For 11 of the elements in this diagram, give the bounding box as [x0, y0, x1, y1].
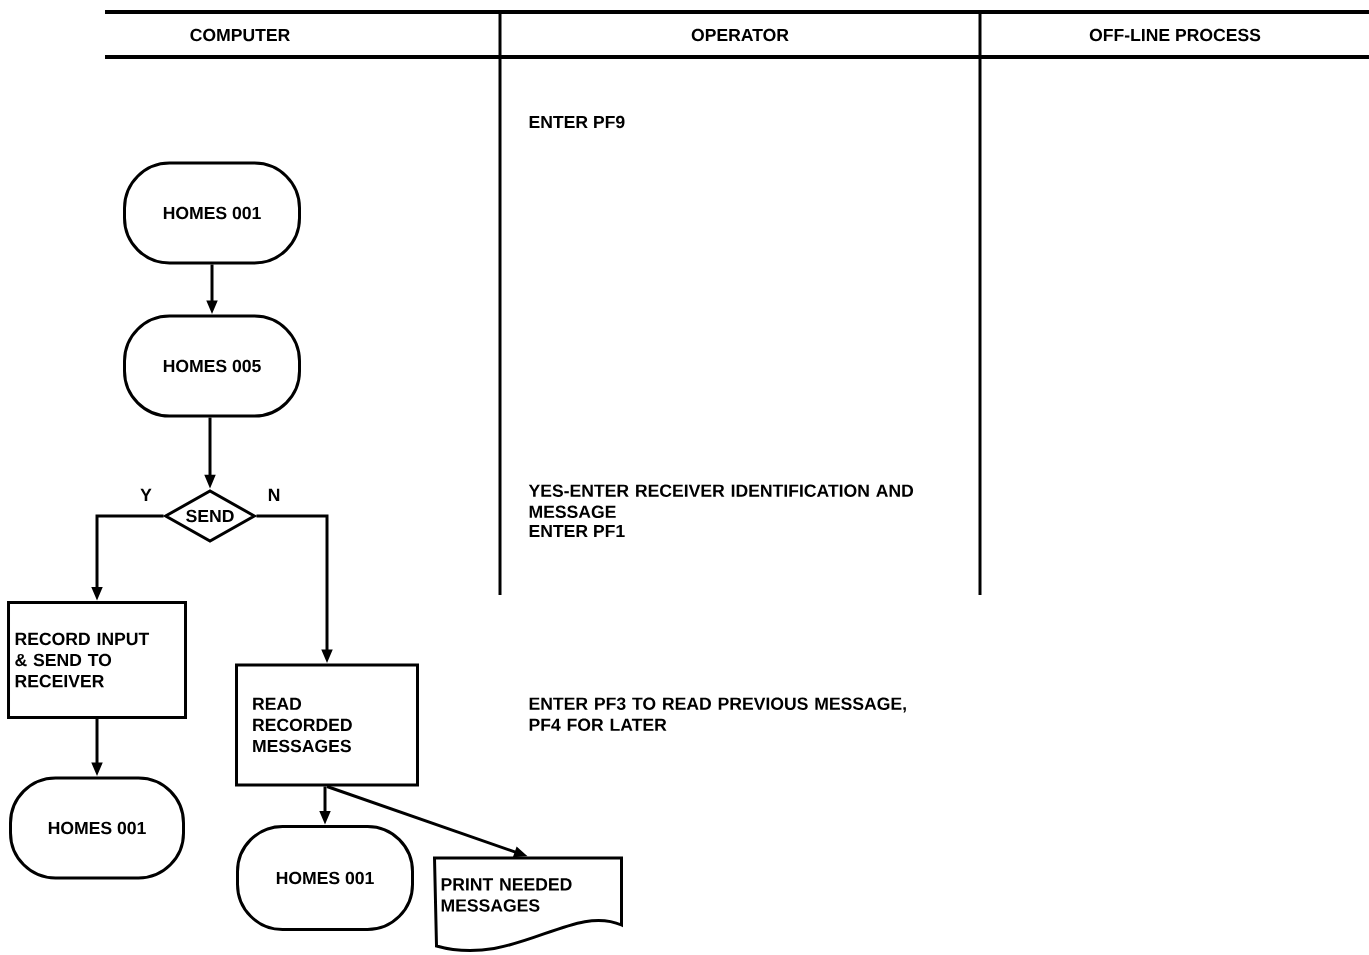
instruction-text: ENTER PF9 [529, 115, 625, 129]
process-box: RECORD INPUT & SEND TO RECEIVER [7, 601, 187, 719]
instruction-text: YES-ENTER RECEIVER IDENTIFICATION AND MESSAGE [528, 484, 914, 518]
instruction-text: ENTER PF3 TO READ PREVIOUS MESSAGE, PF4 FOR LATER [529, 697, 906, 731]
edge-label: Y [138, 487, 154, 503]
column-header: OPERATOR [691, 28, 789, 42]
edge-label: N [265, 487, 283, 503]
instruction-text: ENTER PF1 [529, 524, 625, 538]
column-header: OFF-LINE PROCESS [1089, 28, 1261, 42]
column-header: COMPUTER [190, 28, 290, 42]
process-box: READ RECORDED MESSAGES [235, 663, 419, 787]
